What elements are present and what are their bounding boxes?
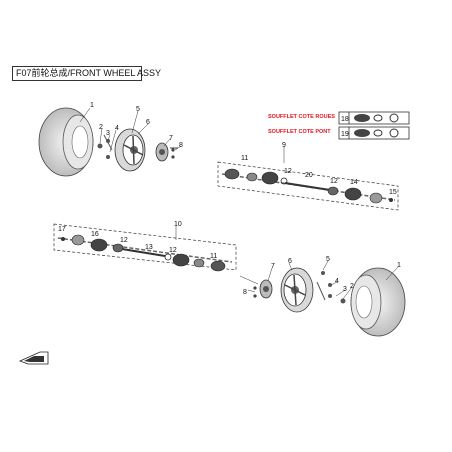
top-tire [38,107,94,177]
label-end-bottom: 17 [58,226,66,233]
top-axle-parts [221,168,396,204]
bottom-axle-parts [57,234,233,272]
label-boot-bottom: 16 [91,231,99,238]
bottom-axle-frame [53,223,237,271]
front-direction-arrow-icon [18,351,49,365]
bottom-wheel-rim [280,267,314,313]
legend-ref-18: 18 [341,116,349,123]
title-box: F07前轮总成/FRONT WHEEL ASSY [12,66,161,81]
label-joint-bottom: 11 [210,253,217,260]
callout-wheel-side: SOUFFLET COTE ROUES [268,114,335,120]
label-boot-top: 12 [284,168,292,175]
bottom-hub [253,279,273,299]
leader-lines [79,107,399,300]
label-rim-top-b: 3 [106,130,110,137]
label-wheel-top: 6 [146,119,150,126]
bottom-small-parts [316,271,346,304]
diagram-title: F07前轮总成/FRONT WHEEL ASSY [16,68,162,78]
legend-box-19: 19 [338,126,410,140]
label-boot2-top: 12 [330,178,338,185]
label-bolt-bottom: 5 [326,256,330,263]
label-clamp-bottom: 12 [120,237,128,244]
label-wheel-bottom: 6 [288,258,292,265]
label-shaft-top: 20 [305,172,313,179]
label-nut-bottom: 8 [243,289,247,296]
legend-ref-19: 19 [341,131,349,138]
label-tire-top: 1 [90,102,94,109]
label-hub-bottom: 7 [271,263,275,270]
label-axle-bottom: 10 [174,221,182,228]
top-wheel-rim [114,128,146,172]
label-tire-bottom: 1 [397,262,401,269]
legend-box-18: 18 [338,111,410,125]
top-axle-frame [217,161,399,211]
label-rim-top-c: 4 [115,125,119,132]
top-small-parts [97,134,113,159]
label-clamp-top: 14 [350,179,358,186]
label-axle-top: 9 [282,142,286,149]
label-hub-top: 7 [169,135,173,142]
label-bolt-top: 5 [136,106,140,113]
label-rim-top-a: 2 [99,124,103,131]
top-hub [155,142,178,162]
label-rim-bottom-a: 4 [335,278,339,285]
label-rim-bottom-c: 2 [350,283,354,290]
label-rim-bottom-b: 3 [343,286,347,293]
callout-bridge-side: SOUFFLET COTE PONT [268,129,331,135]
label-end-top: 15 [389,189,397,196]
part-labels: 1 2 3 4 5 6 7 8 9 11 12 20 12 14 15 10 1… [58,102,401,296]
label-shaft-bottom: 13 [145,244,153,251]
label-boot2-bottom: 12 [169,247,177,254]
bottom-tire [350,267,406,337]
label-joint-top: 11 [241,155,248,162]
label-nut-top: 8 [179,142,183,149]
